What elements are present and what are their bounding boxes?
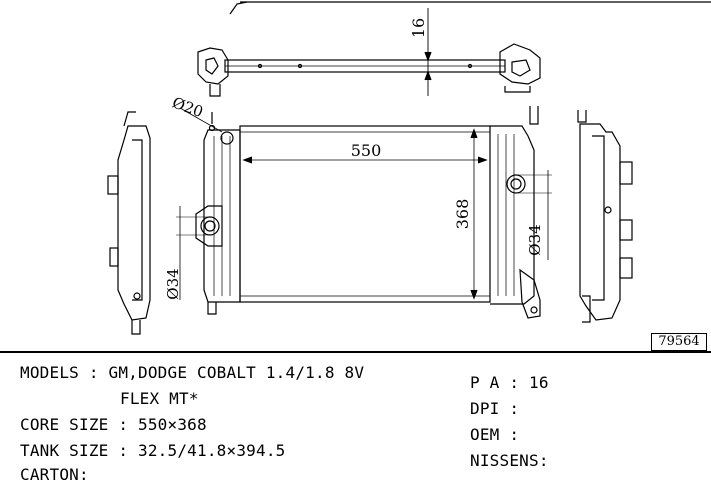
- dim-hose-diameter: Ø20: [170, 93, 206, 121]
- left-side-view: [107, 111, 151, 335]
- pa-line: P A : 16: [470, 373, 549, 392]
- models-continuation: FLEX MT*: [120, 389, 199, 408]
- top-view: [197, 1, 711, 97]
- tank-size-line: TANK SIZE : 32.5/41.8×394.5: [20, 441, 286, 460]
- radiator-technical-drawing: 16: [107, 1, 711, 335]
- dim-core-height: 368: [453, 199, 472, 230]
- nissens-line: NISSENS:: [470, 451, 549, 470]
- carton-line: CARTON:: [20, 465, 89, 484]
- front-view: [176, 106, 552, 319]
- dim-top-thickness: 16: [409, 18, 428, 38]
- right-side-view: [577, 110, 633, 323]
- dim-inlet-diameter: Ø34: [164, 268, 182, 299]
- dim-outlet-diameter: Ø34: [526, 224, 544, 255]
- dpi-line: DPI :: [470, 399, 520, 418]
- divider-line: [0, 351, 711, 353]
- part-code-box: 79564: [651, 333, 707, 351]
- core-size-line: CORE SIZE : 550×368: [20, 415, 207, 434]
- oem-line: OEM :: [470, 425, 520, 444]
- models-line: MODELS : GM,DODGE COBALT 1.4/1.8 8V: [20, 363, 365, 382]
- dim-core-width: 550: [351, 141, 382, 160]
